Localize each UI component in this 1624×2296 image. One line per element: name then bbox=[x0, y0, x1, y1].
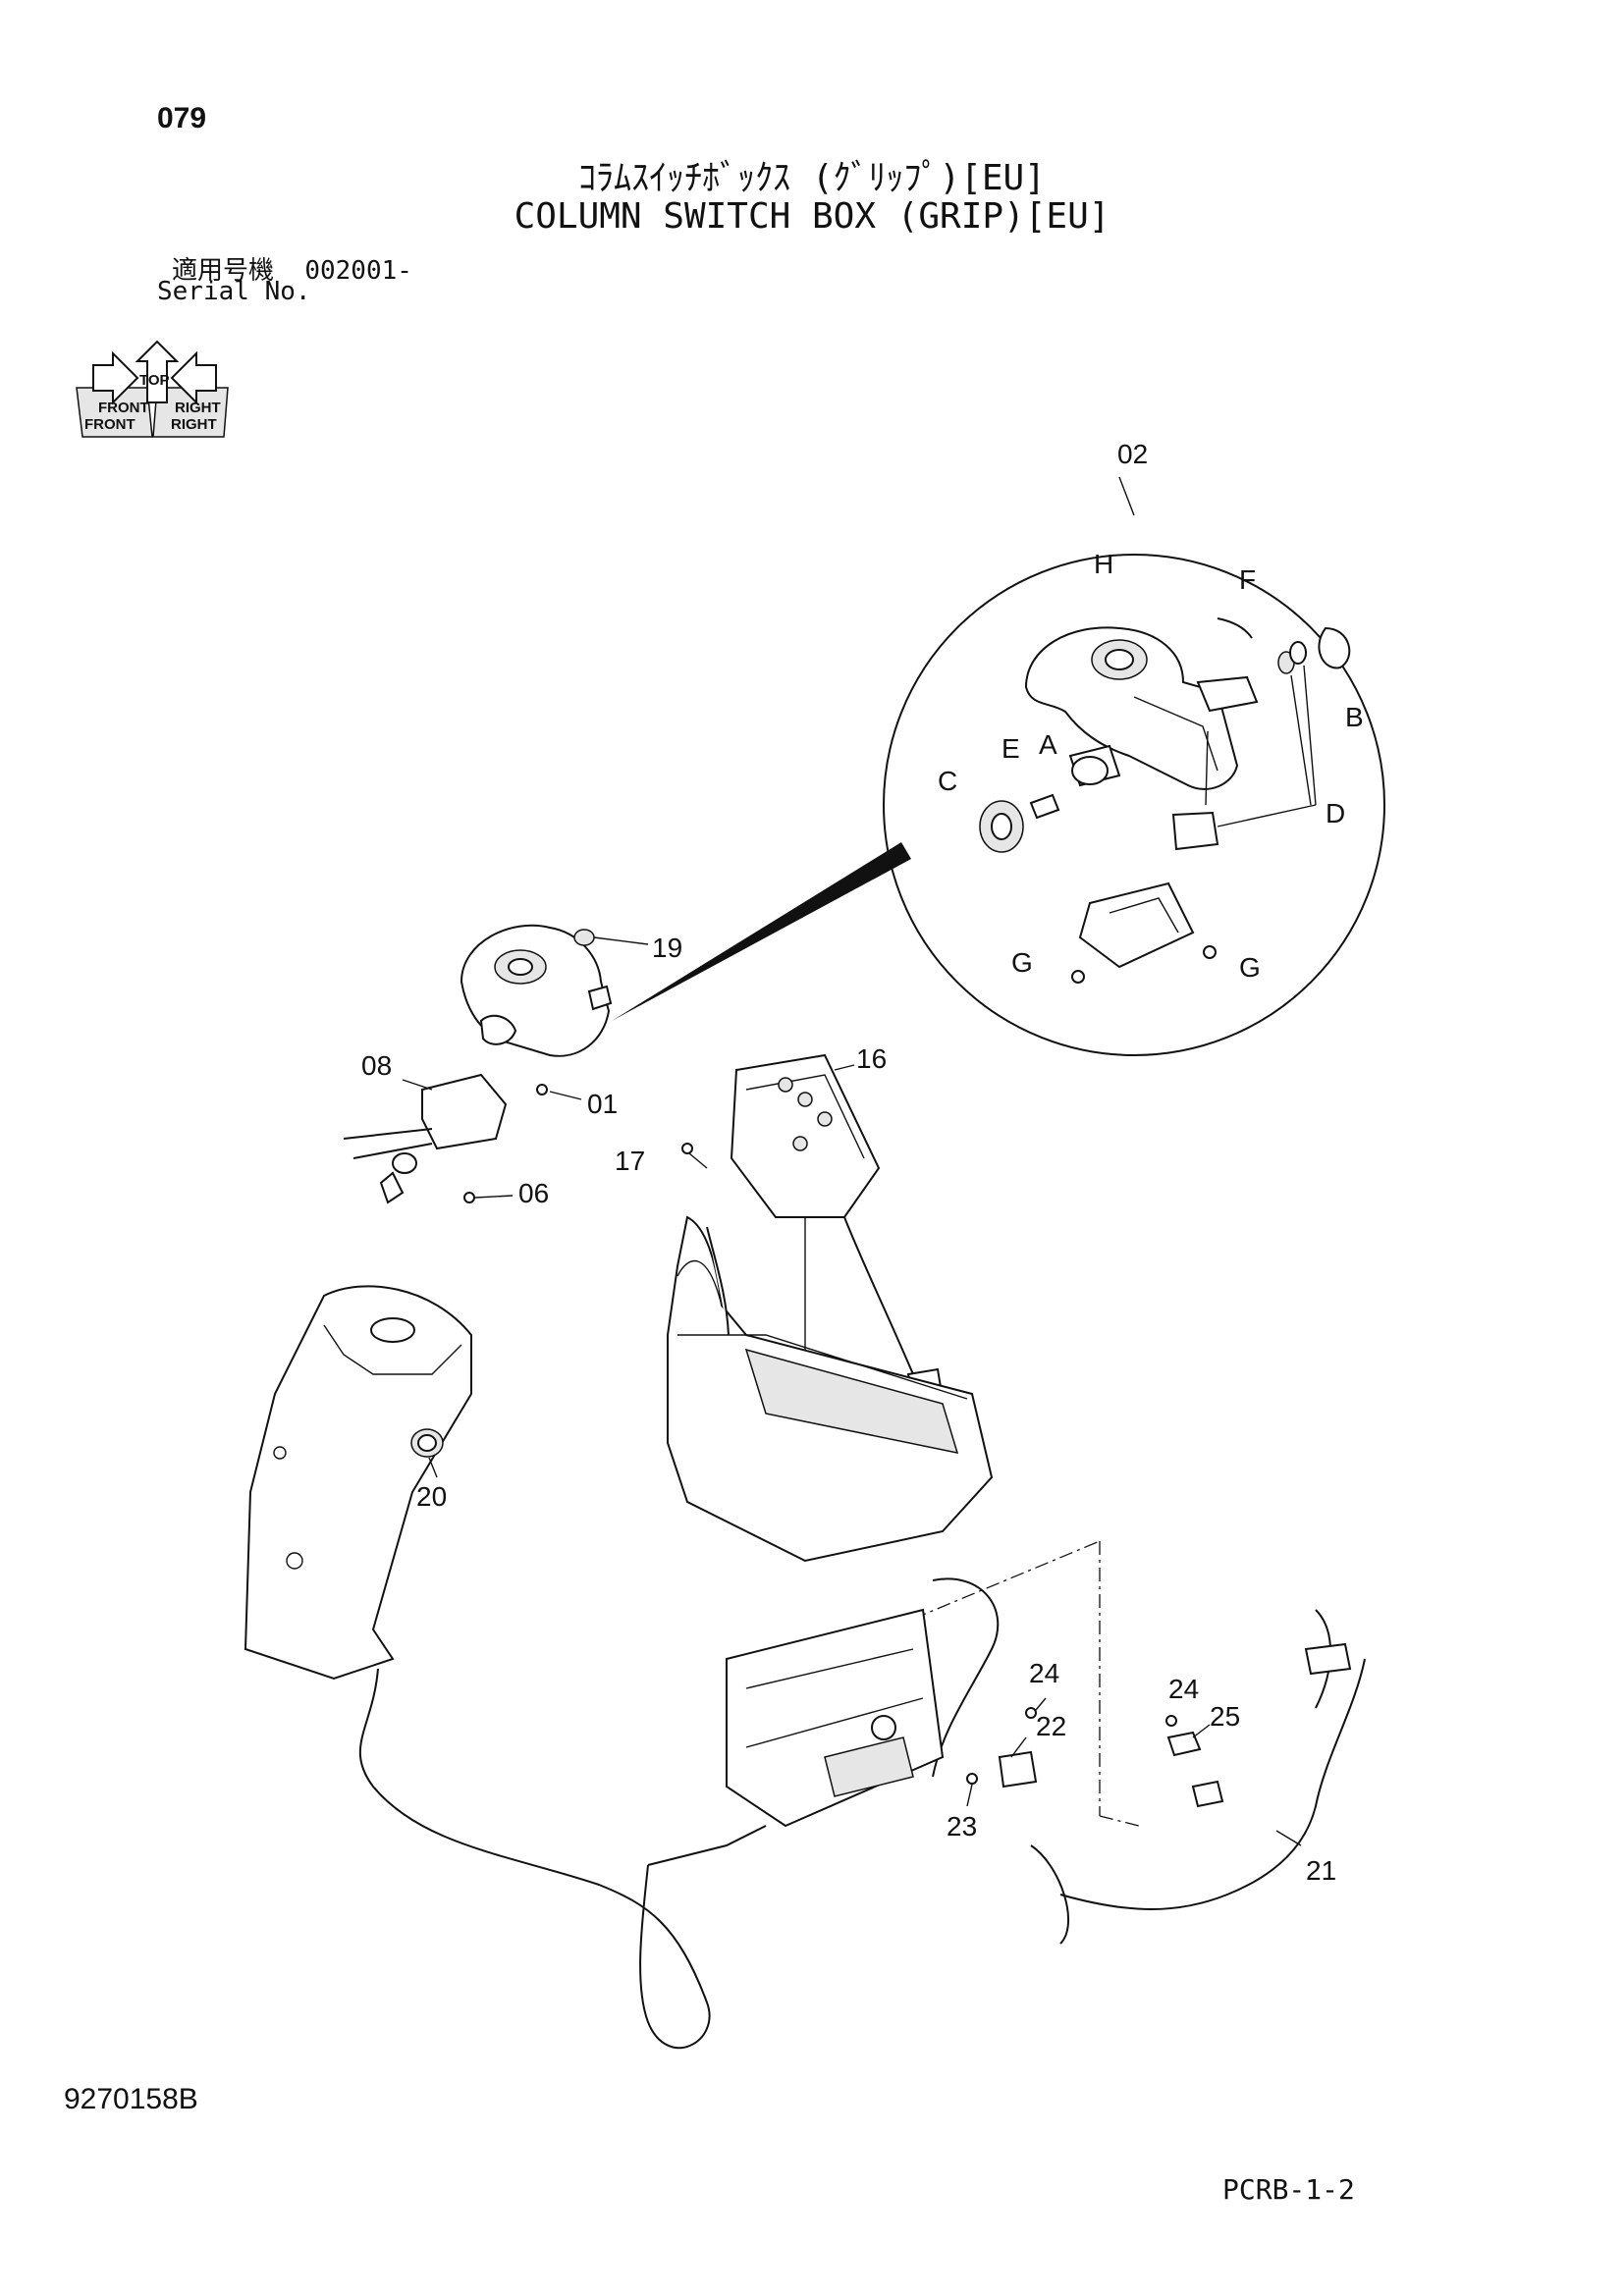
detail-label-g-left: G bbox=[1011, 947, 1033, 978]
title-english: COLUMN SWITCH BOX (GRIP)[EU] bbox=[514, 196, 1110, 237]
callout-22: 22 bbox=[1036, 1711, 1066, 1741]
callout-25: 25 bbox=[1210, 1701, 1240, 1732]
orient-label-right-2: RIGHT bbox=[175, 400, 221, 416]
lever-switch bbox=[343, 1073, 514, 1204]
callout-24-right: 24 bbox=[1168, 1674, 1199, 1704]
page-code: PCRB-1-2 bbox=[1222, 2173, 1355, 2206]
serial-label-en: Serial No. bbox=[157, 277, 311, 306]
callout-01: 01 bbox=[587, 1089, 618, 1119]
callout-19: 19 bbox=[652, 933, 682, 963]
orient-label-front-1: FRONT bbox=[84, 416, 135, 433]
detail-label-d: D bbox=[1326, 798, 1345, 828]
orient-label-right-1: RIGHT bbox=[171, 416, 217, 433]
wire-harness bbox=[358, 1540, 1140, 2050]
drawing-number: 9270158B bbox=[64, 2083, 198, 2115]
callout-20: 20 bbox=[416, 1481, 447, 1512]
detail-parts-small bbox=[979, 617, 1351, 984]
detail-label-b: B bbox=[1345, 702, 1364, 732]
detail-label-g-right: G bbox=[1239, 952, 1261, 983]
detail-view-circle: 02 A B C D E F G G H bbox=[612, 439, 1385, 1056]
callout-24-left: 24 bbox=[1029, 1658, 1059, 1688]
page-number: 079 bbox=[157, 102, 207, 134]
callout-23: 23 bbox=[947, 1811, 977, 1842]
control-console bbox=[667, 1215, 994, 1563]
column-cover bbox=[244, 1285, 472, 1681]
callout-21: 21 bbox=[1306, 1855, 1336, 1886]
detail-label-c: C bbox=[938, 766, 957, 796]
relay-box bbox=[726, 1608, 945, 1828]
callout-08: 08 bbox=[361, 1050, 392, 1081]
switch-box bbox=[681, 1053, 945, 1561]
sub-harness bbox=[966, 1609, 1366, 1945]
callout-02: 02 bbox=[1117, 439, 1148, 469]
serial-value: 002001- bbox=[304, 256, 412, 286]
orient-label-front-2: FRONT bbox=[98, 400, 149, 416]
column-switch-housing bbox=[460, 924, 649, 1100]
detail-housing bbox=[1024, 626, 1259, 790]
detail-label-a: A bbox=[1039, 729, 1057, 760]
detail-label-f: F bbox=[1239, 564, 1256, 595]
detail-label-h: H bbox=[1094, 549, 1113, 579]
callout-06: 06 bbox=[518, 1178, 549, 1208]
callout-17: 17 bbox=[615, 1146, 645, 1176]
serial-label-jp: 適用号機 bbox=[172, 256, 275, 286]
callout-16: 16 bbox=[856, 1043, 887, 1074]
serial-line-jp: 適用号機 002001- bbox=[172, 250, 412, 287]
orientation-icon: FRONT RIGHT TOP FRONT RIGHT bbox=[76, 340, 229, 438]
title-japanese: ｺﾗﾑｽｲｯﾁﾎﾞｯｸｽ (ｸﾞﾘｯﾌﾟ)[EU] bbox=[578, 158, 1046, 198]
detail-label-e: E bbox=[1001, 733, 1020, 764]
orient-label-top: TOP bbox=[139, 372, 170, 389]
